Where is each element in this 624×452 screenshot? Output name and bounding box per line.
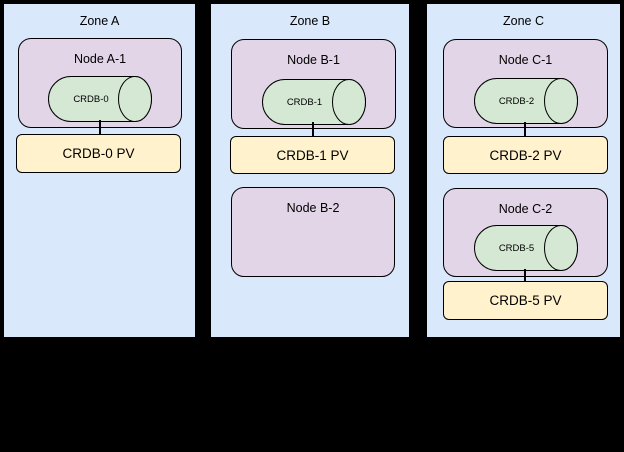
database-cylinder-icon <box>473 225 578 271</box>
crdb-0-cylinder: CRDB-0 <box>48 76 152 122</box>
crdb-5-cylinder: CRDB-5 <box>473 225 578 271</box>
crdb-2-label: CRDB-2 <box>498 95 535 107</box>
zone-a: Zone A Node A-1 CRDB-0 CRDB-0 PV <box>3 3 196 338</box>
zone-a-label: Zone A <box>79 14 120 28</box>
crdb-1-label: CRDB-1 <box>286 96 323 108</box>
crdb-1-cylinder: CRDB-1 <box>261 79 366 125</box>
database-cylinder-icon <box>48 76 152 122</box>
crdb-2-cylinder: CRDB-2 <box>473 78 578 124</box>
crdb-5-pv: CRDB-5 PV <box>443 281 608 320</box>
zone-b: Zone B Node B-1 CRDB-1 CRDB-1 PV Node B-… <box>210 3 410 338</box>
crdb-0-label: CRDB-0 <box>73 93 109 105</box>
node-b1: Node B-1 CRDB-1 <box>231 39 396 129</box>
node-c2: Node C-2 CRDB-5 <box>443 188 608 277</box>
connector-crdb2-to-pv <box>524 122 526 137</box>
node-b1-label: Node B-1 <box>287 53 340 67</box>
node-b2: Node B-2 <box>231 187 395 277</box>
connector-crdb1-to-pv <box>312 122 314 137</box>
crdb-5-label: CRDB-5 <box>498 242 535 254</box>
zone-c-label: Zone C <box>503 14 544 28</box>
node-b2-label: Node B-2 <box>286 201 340 215</box>
crdb-0-pv: CRDB-0 PV <box>16 134 181 173</box>
database-cylinder-icon <box>473 78 578 124</box>
node-c2-label: Node C-2 <box>498 202 553 216</box>
node-c1-label: Node C-1 <box>498 53 553 67</box>
connector-crdb0-to-pv <box>99 120 101 135</box>
zone-c: Zone C Node C-1 CRDB-2 CRDB-2 PV Node C-… <box>426 3 621 338</box>
node-c1: Node C-1 CRDB-2 <box>443 39 608 128</box>
crdb-2-pv: CRDB-2 PV <box>443 136 608 174</box>
crdb-1-pv: CRDB-1 PV <box>230 136 395 174</box>
node-a1-label: Node A-1 <box>73 52 127 66</box>
node-a1: Node A-1 CRDB-0 <box>18 38 182 128</box>
connector-crdb5-to-pv <box>524 269 526 282</box>
zone-b-label: Zone B <box>289 14 331 28</box>
database-cylinder-icon <box>261 79 366 125</box>
